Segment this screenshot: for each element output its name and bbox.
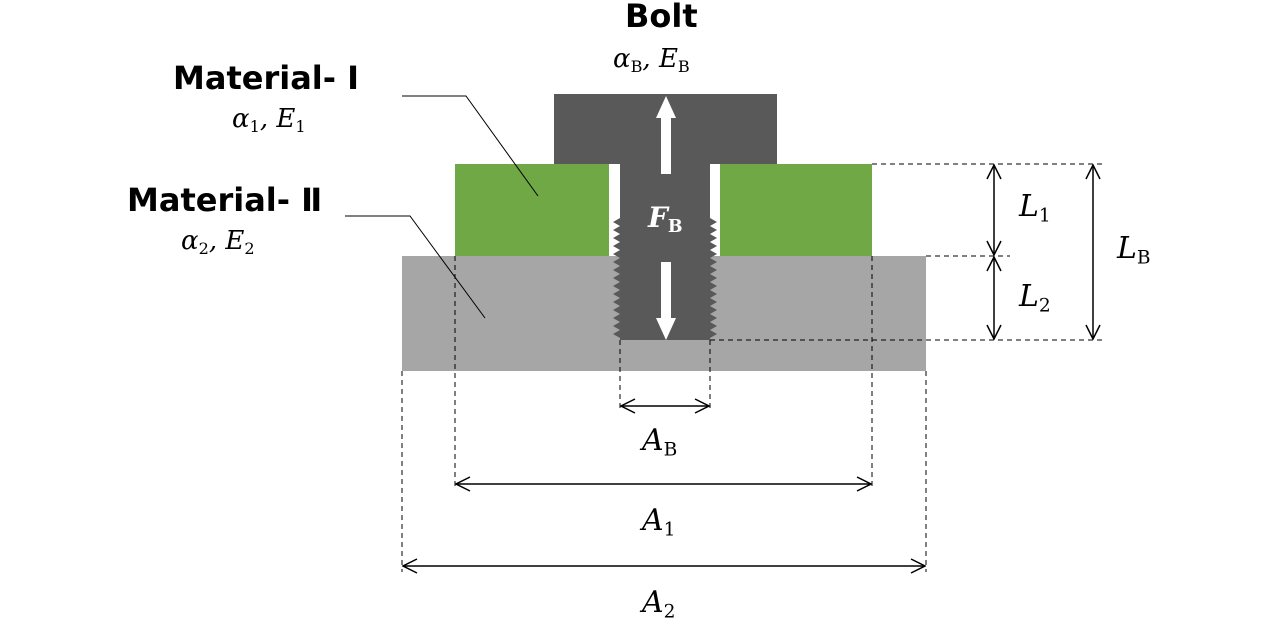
- material-2-leader-line: [345, 215, 486, 319]
- bolt-thread-right: [710, 218, 717, 338]
- material-1-left-block: [455, 164, 609, 256]
- length-L1-label: L1: [1019, 189, 1051, 227]
- length-LB-label: LB: [1117, 231, 1151, 269]
- extension-lines-vertical: [401, 256, 927, 572]
- bolt-force-label: FB: [648, 201, 683, 238]
- bolt-thread-left: [613, 218, 620, 338]
- material-2-properties: α2, E2: [181, 226, 255, 258]
- material-1-title: Material- Ⅰ: [173, 59, 360, 97]
- bolt-properties: αB, EB: [613, 44, 690, 76]
- material-1-right-block: [720, 164, 872, 256]
- dimension-arrows: [403, 165, 1093, 566]
- area-A2-label: A2: [642, 585, 676, 623]
- area-AB-label: AB: [642, 423, 678, 461]
- length-L2-label: L2: [1019, 279, 1051, 317]
- force-arrow-down: [656, 262, 676, 340]
- material-1-leader-line: [402, 95, 539, 197]
- bolt-title: Bolt: [625, 0, 698, 35]
- material-1-properties: α1, E1: [232, 104, 306, 136]
- force-arrow-up: [656, 96, 676, 174]
- material-2-title: Material- Ⅱ: [127, 181, 323, 219]
- area-A1-label: A1: [642, 503, 676, 541]
